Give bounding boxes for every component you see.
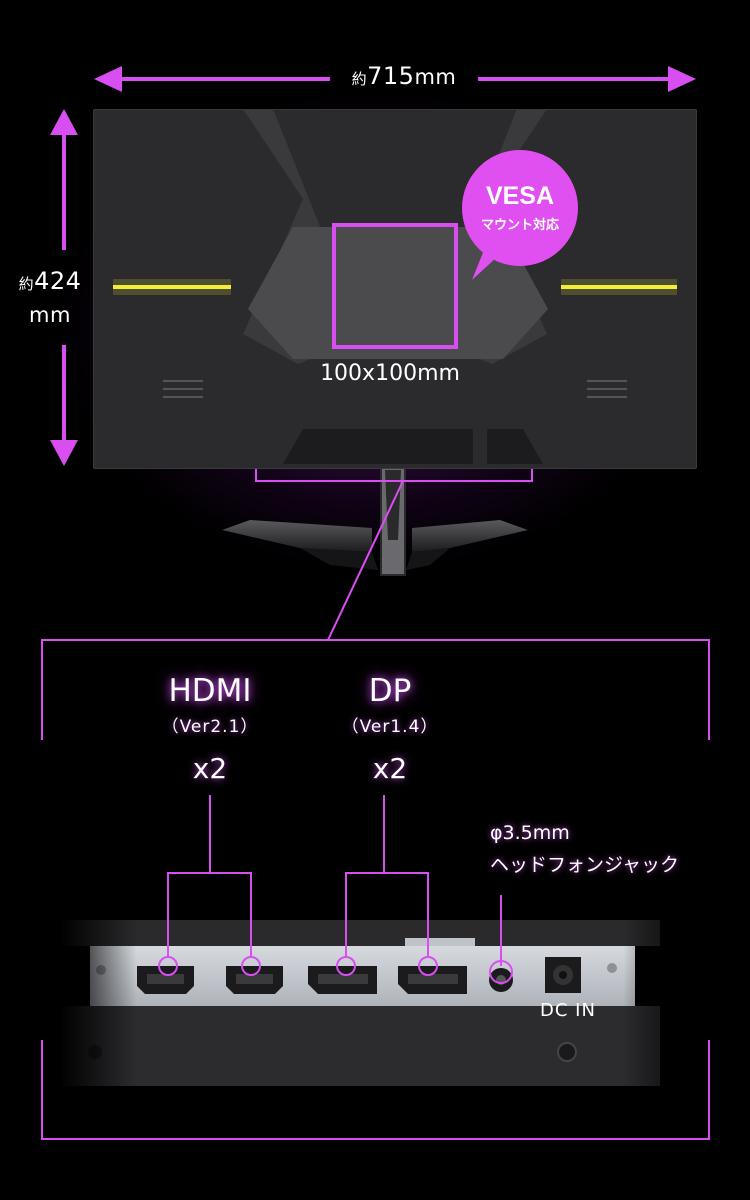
- headphone-label: ヘッドフォンジャック: [490, 854, 680, 876]
- led-left: [113, 285, 231, 289]
- hdmi-count: x2: [192, 752, 228, 785]
- led-right: [561, 285, 677, 289]
- width-arrow: [94, 66, 696, 92]
- dp-count: x2: [372, 752, 408, 785]
- stand-base: [222, 520, 528, 570]
- vesa-title: VESA: [485, 182, 555, 210]
- headphone-spec: φ3.5mm: [490, 822, 570, 844]
- hdmi-version: （Ver2.1）: [161, 717, 259, 737]
- dp-version: （Ver1.4）: [341, 717, 439, 737]
- vesa-size-label: 100x100mm: [320, 361, 460, 386]
- vesa-badge-tail: [472, 235, 510, 280]
- height-label: 約424 mm: [18, 267, 82, 327]
- dp-title: DP: [368, 673, 412, 709]
- monitor-back: [93, 109, 697, 469]
- width-label: 約715mm: [351, 62, 457, 90]
- height-arrow: [50, 109, 78, 466]
- vesa-subtitle: マウント対応: [480, 218, 559, 233]
- vesa-badge: [462, 150, 578, 266]
- vesa-mount-box: [332, 223, 458, 349]
- dc-in-label: DC IN: [540, 1000, 596, 1021]
- hdmi-title: HDMI: [168, 673, 252, 709]
